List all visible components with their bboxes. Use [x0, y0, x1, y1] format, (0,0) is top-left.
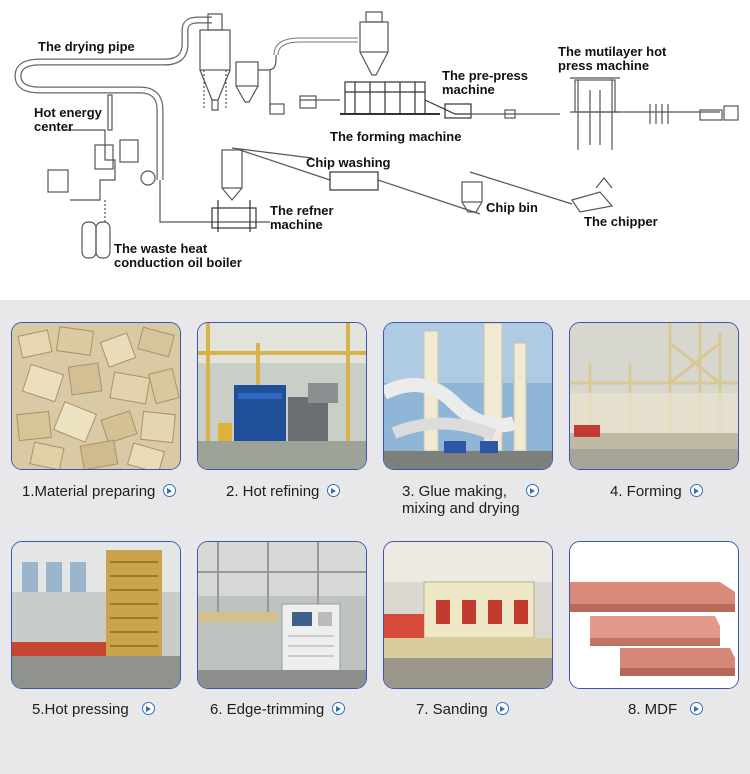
label-boiler-line2: conduction oil boiler [114, 255, 242, 270]
control-cabinet-photo [198, 542, 366, 688]
label-hot-energy-line2: center [34, 119, 74, 134]
label-refiner-line2: machine [270, 217, 323, 232]
step-2-caption: 2. Hot refining [226, 483, 410, 500]
process-flow-diagram: The drying pipe Hot energy center The fo… [0, 0, 750, 300]
forming-line-photo [570, 323, 738, 469]
step-6-image [197, 541, 367, 689]
label-hot-energy-center: Hot energy center [34, 106, 102, 134]
label-hot-energy-line1: Hot energy [34, 105, 102, 120]
step-2-label: 2. Hot refining [226, 483, 320, 500]
label-boiler-line1: The waste heat [114, 241, 208, 256]
label-pre-press: The pre-press machine [442, 69, 528, 97]
label-pre-press-line1: The pre-press [442, 68, 528, 83]
wood-chips-photo [12, 323, 180, 469]
production-steps-panel: 1.Material preparing 2. Hot refining 3. … [0, 300, 750, 774]
step-3-label-line2: mixing and drying [402, 500, 520, 517]
step-3-label-line1: 3. Glue making, [402, 483, 508, 500]
process-line-drawing [14, 11, 739, 259]
hot-press-photo [12, 542, 180, 688]
step-4-image [569, 322, 739, 470]
step-8-caption: 8. MDF [628, 701, 750, 718]
step-5-caption: 5.Hot pressing [32, 701, 216, 718]
label-chip-washing: Chip washing [306, 155, 391, 170]
step-4-arrow-icon[interactable] [689, 484, 703, 497]
step-1-arrow-icon[interactable] [163, 484, 177, 497]
mdf-boards-photo [570, 542, 738, 688]
step-1-label: 1.Material preparing [22, 483, 156, 500]
step-5-label: 5.Hot pressing [32, 701, 129, 718]
step-8-image [569, 541, 739, 689]
step-3-arrow-icon[interactable] [526, 484, 540, 497]
step-7-arrow-icon[interactable] [495, 702, 509, 715]
step-4-caption: 4. Forming [610, 483, 750, 500]
step-5-image [11, 541, 181, 689]
label-hot-press-line1: The mutilayer hot [558, 44, 667, 59]
sanding-machine-photo [384, 542, 552, 688]
step-7-caption: 7. Sanding [416, 701, 600, 718]
step-4-label: 4. Forming [610, 483, 682, 500]
step-6-caption: 6. Edge-trimming [210, 701, 394, 718]
step-8-label: 8. MDF [628, 701, 678, 718]
label-boiler: The waste heat conduction oil boiler [114, 242, 242, 270]
step-2-arrow-icon[interactable] [327, 484, 341, 497]
label-drying-pipe: The drying pipe [38, 39, 135, 54]
drying-pipes-photo [384, 323, 552, 469]
label-hot-press: The mutilayer hot press machine [558, 45, 666, 73]
step-6-label: 6. Edge-trimming [210, 701, 325, 718]
step-2-image [197, 322, 367, 470]
step-3-caption: 3. Glue making, mixing and drying [402, 483, 586, 517]
refiner-photo [198, 323, 366, 469]
step-3-image [383, 322, 553, 470]
label-hot-press-line2: press machine [558, 58, 650, 73]
step-5-arrow-icon[interactable] [141, 702, 155, 715]
step-6-arrow-icon[interactable] [332, 702, 346, 715]
step-1-caption: 1.Material preparing [22, 483, 206, 500]
label-refiner-line1: The refner [270, 203, 334, 218]
label-forming-machine: The forming machine [330, 129, 462, 144]
label-pre-press-line2: machine [442, 82, 495, 97]
step-7-image [383, 541, 553, 689]
step-8-arrow-icon[interactable] [690, 702, 704, 715]
label-refiner: The refner machine [270, 204, 334, 232]
label-chipper: The chipper [584, 214, 658, 229]
step-1-image [11, 322, 181, 470]
label-chip-bin: Chip bin [486, 200, 538, 215]
step-7-label: 7. Sanding [416, 701, 488, 718]
